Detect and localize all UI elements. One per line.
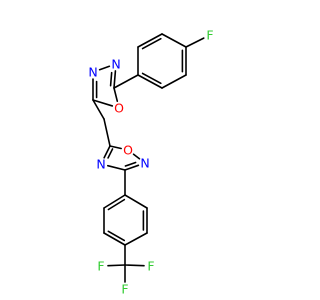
double-bond-primary (103, 194, 126, 209)
single-bond (92, 99, 114, 107)
atom-label-n: N (96, 157, 105, 172)
single-bond (161, 33, 187, 48)
atom-label-n: N (140, 156, 149, 171)
single-bond (185, 37, 205, 48)
double-bond-secondary (109, 71, 113, 87)
single-bond (124, 232, 148, 246)
double-bond-secondary (107, 198, 126, 211)
double-bond-primary (124, 164, 140, 171)
double-bond-secondary (124, 161, 137, 167)
atom-label-o: O (123, 143, 133, 158)
atom-label-f: F (121, 282, 128, 297)
single-bond (124, 194, 148, 209)
single-bond (109, 145, 122, 150)
single-bond (106, 164, 126, 171)
double-bond-primary (103, 145, 111, 159)
double-bond-secondary (107, 230, 126, 242)
double-bond-secondary (107, 148, 114, 159)
single-bond (113, 74, 139, 89)
atom-label-f: F (147, 259, 154, 274)
single-bond (113, 87, 119, 103)
bond-layer (92, 33, 205, 283)
single-bond (107, 264, 126, 267)
atom-label-o: O (114, 101, 124, 116)
single-bond (124, 264, 145, 267)
single-bond (92, 99, 105, 120)
single-bond (161, 74, 187, 89)
single-bond (132, 153, 141, 160)
double-bond-secondary (141, 72, 162, 85)
atom-label-n: N (111, 57, 120, 72)
atom-label-f: F (206, 28, 213, 43)
double-bond-primary (137, 74, 163, 89)
atom-label-n: N (88, 65, 97, 80)
single-bond (103, 118, 111, 147)
double-bond-primary (103, 232, 126, 246)
double-bond-secondary (141, 37, 162, 50)
double-bond-primary (137, 33, 163, 48)
single-bond (98, 65, 111, 71)
atom-label-f: F (97, 259, 104, 274)
double-bond-primary (113, 70, 117, 89)
